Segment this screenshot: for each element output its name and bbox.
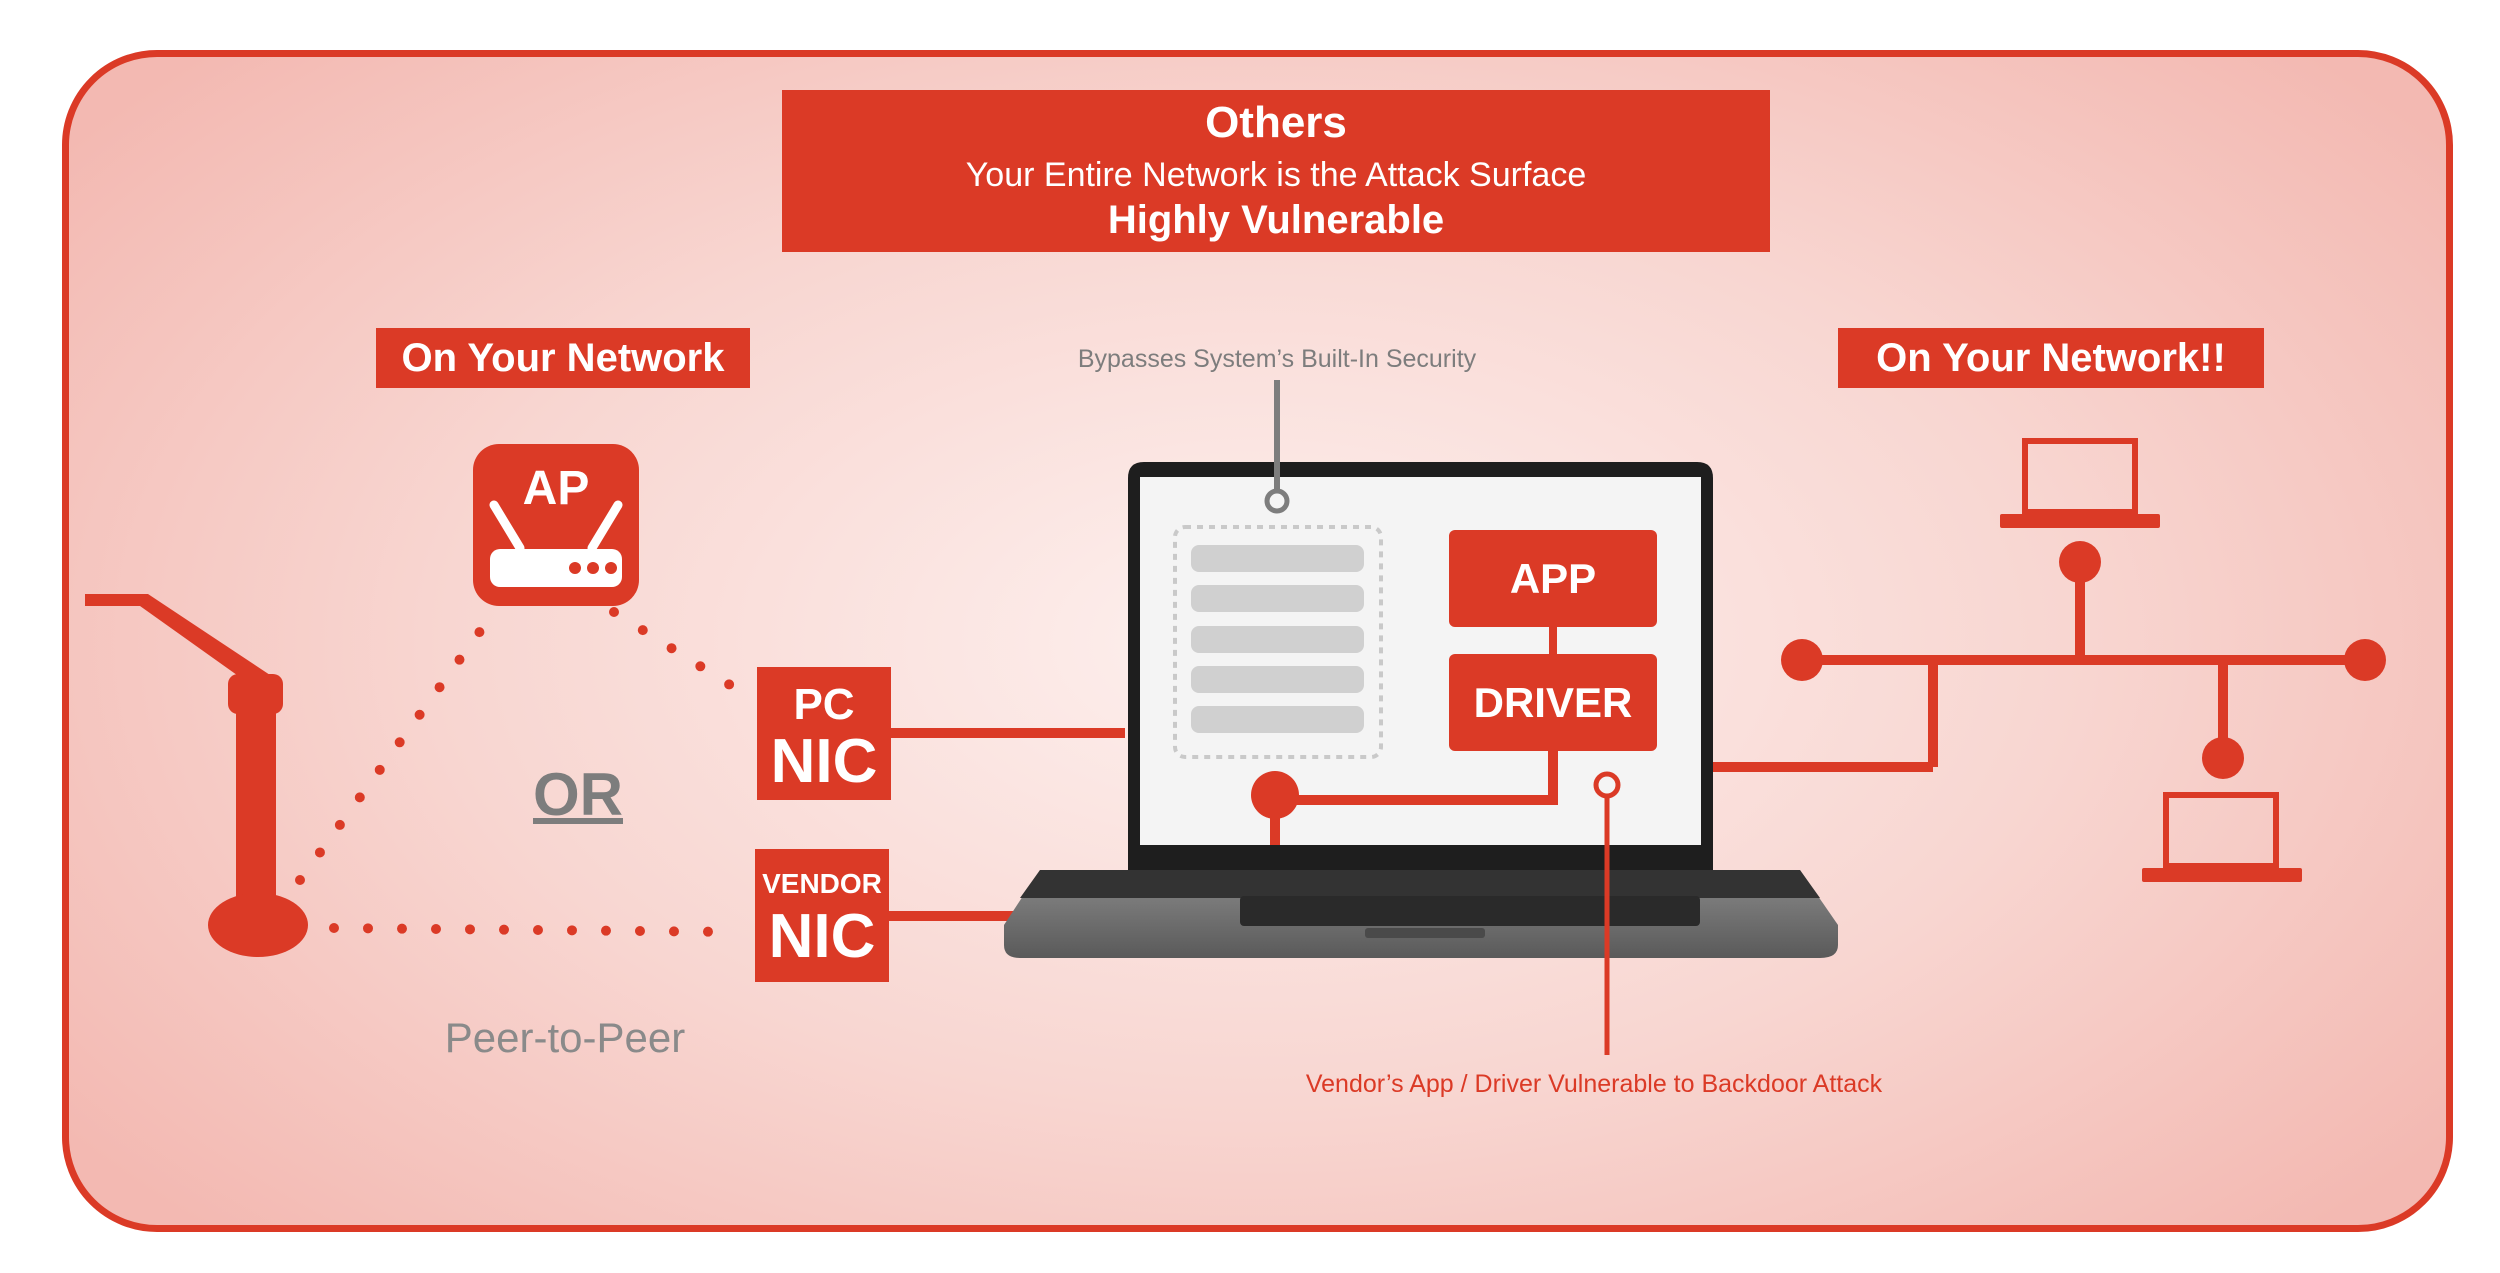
- bypass-pointer-dot: [1264, 488, 1290, 514]
- vendor-nic-box: [755, 849, 889, 982]
- router-icon: [473, 444, 639, 606]
- vendor-nic-label-bottom: NIC: [769, 902, 876, 971]
- driver-label: DRIVER: [1474, 679, 1633, 726]
- app-box: [1449, 530, 1657, 627]
- or-label: OR: [533, 761, 623, 828]
- ap-label: AP: [523, 462, 590, 515]
- document-camera-icon: [85, 594, 308, 957]
- network-laptop-icon: [2000, 438, 2160, 528]
- system-security-stack: [1173, 525, 1383, 759]
- header-title: Others: [1205, 98, 1347, 147]
- header-tagline: Highly Vulnerable: [1107, 198, 1445, 242]
- pc-nic-label-bottom: NIC: [771, 727, 878, 796]
- peer-link-dots: [295, 607, 745, 937]
- network-laptop-icon: [2142, 792, 2302, 882]
- laptop-icon: [1004, 462, 1838, 958]
- p2p-label: Peer-to-Peer: [445, 1014, 685, 1061]
- vendor-pointer-dot: [1593, 771, 1621, 799]
- pc-nic-label-top: PC: [793, 680, 854, 729]
- bypass-note: Bypasses System’s Built-In Security: [1078, 345, 1477, 373]
- driver-path-node: [1251, 771, 1299, 819]
- vendor-nic-label-top: VENDOR: [762, 868, 882, 899]
- left-network-label: On Your Network: [376, 328, 750, 388]
- pc-nic-box: [757, 667, 891, 800]
- right-network-label: On Your Network!!: [1838, 328, 2264, 388]
- vendor-note: Vendor’s App / Driver Vulnerable to Back…: [1306, 1070, 1883, 1098]
- header-banner: Others Your Entire Network is the Attack…: [782, 90, 1770, 252]
- app-label: APP: [1510, 555, 1596, 602]
- header-subtitle: Your Entire Network is the Attack Surfac…: [965, 156, 1587, 194]
- network-bus-icon: [1713, 541, 2386, 779]
- driver-box: [1449, 654, 1657, 751]
